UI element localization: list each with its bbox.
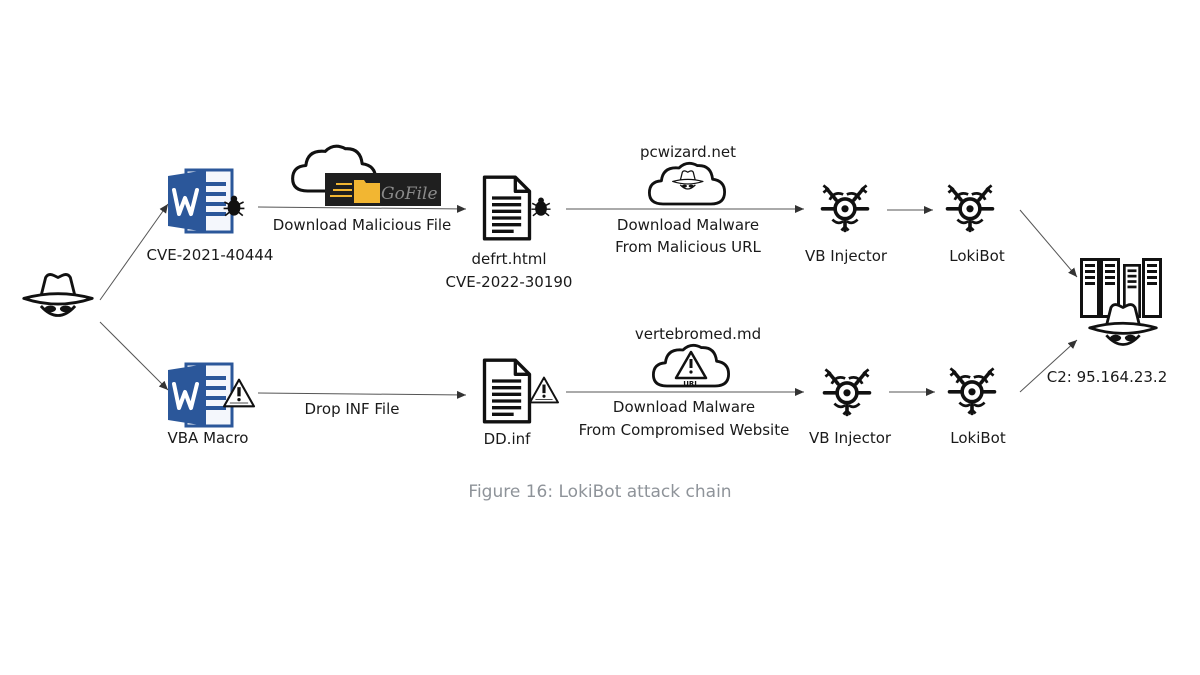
word-document-icon [166,362,234,428]
arrow-macro-to-inf [257,390,467,399]
html-file-icon [482,175,532,241]
top-lokibot-label: LokiBot [949,247,1005,265]
bottom-download-malware-line2: From Compromised Website [579,421,790,439]
gofile-logo: GoFile [325,173,441,206]
lokibot-virus-icon [947,366,997,416]
figure-caption: Figure 16: LokiBot attack chain [468,482,731,502]
bottom-download-malware-line1: Download Malware [613,398,755,416]
top-domain-label: pcwizard.net [640,143,736,161]
html-filename-label: defrt.html [471,250,546,268]
bottom-lokibot-label: LokiBot [950,429,1006,447]
c2-address-label: C2: 95.164.23.2 [1047,368,1168,386]
arrow-attacker-to-bottom-doc [99,321,169,391]
top-doc-cve-label: CVE-2021-40444 [147,246,274,264]
url-warning-cloud-icon: URL [651,343,731,388]
vb-injector-virus-icon [822,367,872,417]
arrow-bottom-lokibot-to-c2 [1019,339,1078,393]
arrow-top-lokibot-to-c2 [1019,209,1078,278]
inf-file-icon [482,358,532,424]
bottom-domain-label: vertebromed.md [635,325,761,343]
word-document-icon [166,168,234,234]
arrow-doc-to-html [257,204,467,213]
lokibot-virus-icon [945,183,995,233]
top-download-malware-line2: From Malicious URL [615,238,761,256]
malicious-cloud-icon [647,161,727,206]
warning-icon [529,376,559,404]
vba-macro-label: VBA Macro [168,429,249,447]
bottom-vb-injector-label: VB Injector [809,429,892,447]
inf-filename-label: DD.inf [484,430,532,448]
cloud-url-badge-text: URL [683,380,699,388]
vb-injector-virus-icon [820,183,870,233]
top-download-malware-line1: Download Malware [617,216,759,234]
gofile-logo-text: GoFile [381,184,438,204]
arrow-attacker-to-top-doc [99,203,169,301]
top-vb-injector-label: VB Injector [805,247,888,265]
html-cve-label: CVE-2022-30190 [446,273,573,291]
bug-icon [530,196,552,217]
attacker-spy-icon [22,273,94,317]
drop-inf-file-label: Drop INF File [305,400,400,418]
download-malicious-file-label: Download Malicious File [273,216,452,234]
